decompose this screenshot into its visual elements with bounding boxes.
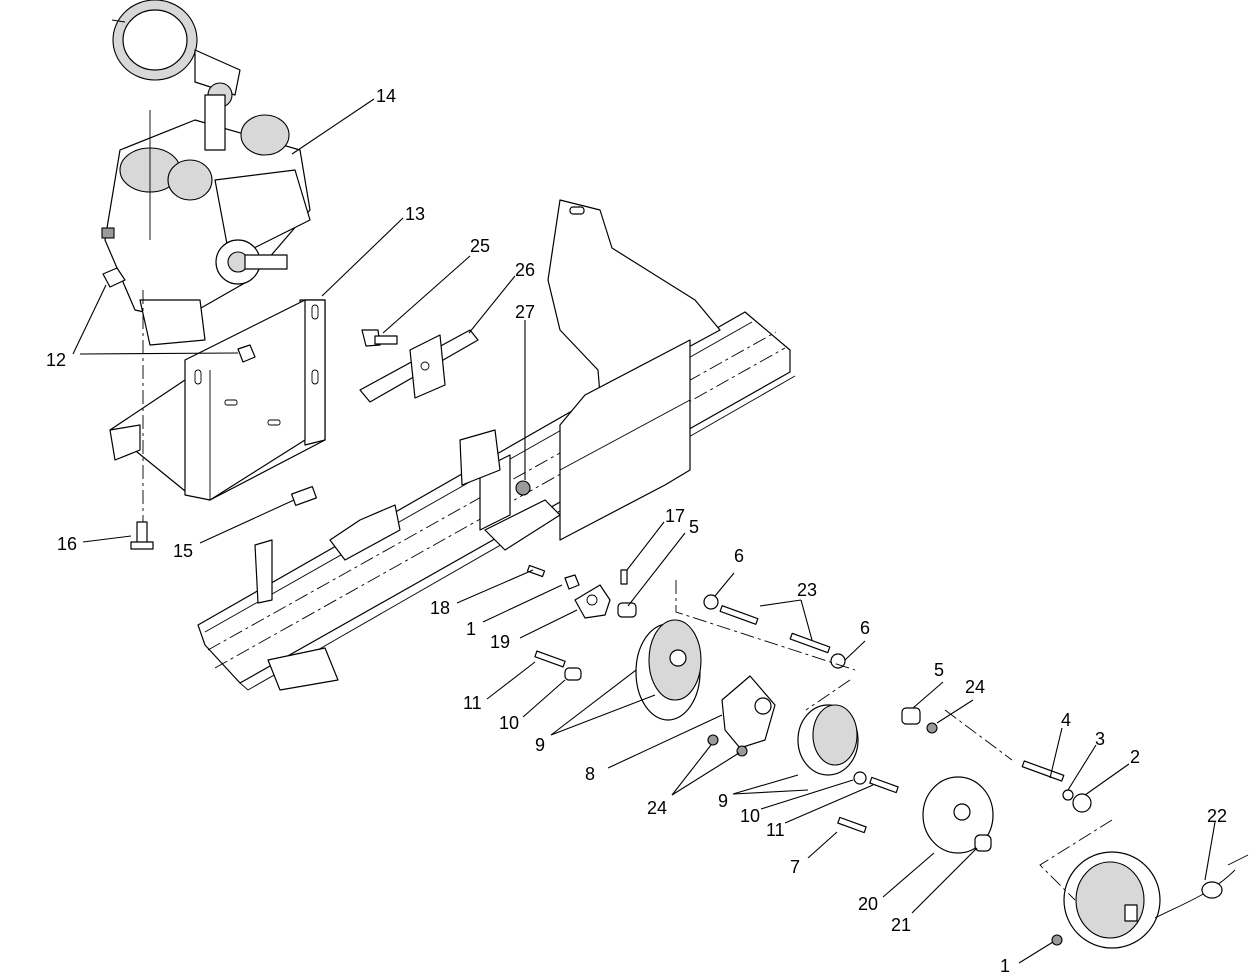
callout-11-upper: 11 [463, 693, 482, 713]
callout-19: 19 [490, 632, 510, 652]
pump-mount-bracket [109, 299, 326, 501]
callout-5-lower: 5 [934, 660, 944, 680]
callout-2: 2 [1130, 747, 1140, 767]
callout-5-upper: 5 [689, 517, 699, 537]
callout-11-lower: 11 [766, 820, 785, 840]
callout-4: 4 [1061, 710, 1071, 730]
callout-21: 21 [891, 915, 911, 935]
callout-7: 7 [790, 857, 800, 877]
callout-14: 14 [376, 86, 396, 106]
callout-6-upper: 6 [734, 546, 744, 566]
callout-1-upper: 1 [466, 619, 476, 639]
callout-20: 20 [858, 894, 878, 914]
callout-10-upper: 10 [499, 713, 519, 733]
callout-13: 13 [405, 204, 425, 224]
callout-25: 25 [470, 236, 490, 256]
coupling-stack [526, 564, 1249, 949]
callout-22: 22 [1207, 806, 1227, 826]
callout-27: 27 [515, 302, 535, 322]
callout-26: 26 [515, 260, 535, 280]
hardware-upper [359, 329, 531, 496]
mount-fasteners [102, 267, 317, 550]
callout-labels: 14 13 25 26 27 12 16 15 17 5 6 23 18 1 1… [46, 86, 1227, 976]
callout-1-lower: 1 [1000, 956, 1010, 976]
callout-15: 15 [173, 541, 193, 561]
callout-23: 23 [797, 580, 817, 600]
callout-16: 16 [57, 534, 77, 554]
callout-8: 8 [585, 764, 595, 784]
frame-rail [197, 199, 796, 691]
callout-9-lower: 9 [718, 791, 728, 811]
callout-6-lower: 6 [860, 618, 870, 638]
callout-10-lower: 10 [740, 806, 760, 826]
callout-9-upper: 9 [535, 735, 545, 755]
callout-24-upper: 24 [965, 677, 985, 697]
callout-17: 17 [665, 506, 685, 526]
callout-3: 3 [1095, 729, 1105, 749]
spray-pump-assembly [101, 0, 311, 346]
callout-18: 18 [430, 598, 450, 618]
callout-12: 12 [46, 350, 66, 370]
callout-24-lower: 24 [647, 798, 667, 818]
leader-lines [72, 98, 1216, 964]
